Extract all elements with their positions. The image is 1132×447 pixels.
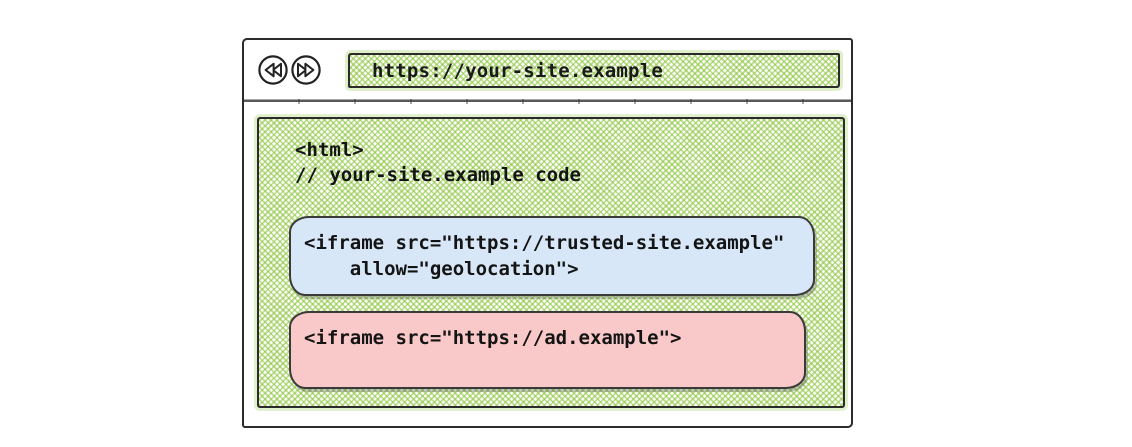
page-viewport: <html> // your-site.example code <iframe… bbox=[257, 117, 845, 408]
forward-button[interactable] bbox=[290, 54, 322, 86]
page-source-code: <html> // your-site.example code bbox=[295, 139, 581, 186]
browser-toolbar: https://your-site.example bbox=[244, 40, 851, 101]
address-bar[interactable]: https://your-site.example bbox=[348, 53, 840, 88]
forward-icon bbox=[291, 55, 321, 85]
back-button[interactable] bbox=[257, 54, 289, 86]
ad-iframe-embed: <iframe src="https://ad.example"> bbox=[289, 311, 806, 389]
trusted-iframe-embed: <iframe src="https://trusted-site.exampl… bbox=[289, 216, 815, 296]
address-bar-url: https://your-site.example bbox=[372, 59, 663, 82]
back-icon bbox=[258, 55, 288, 85]
toolbar-separator bbox=[244, 99, 851, 104]
browser-window: https://your-site.example <html> // your… bbox=[242, 38, 853, 428]
